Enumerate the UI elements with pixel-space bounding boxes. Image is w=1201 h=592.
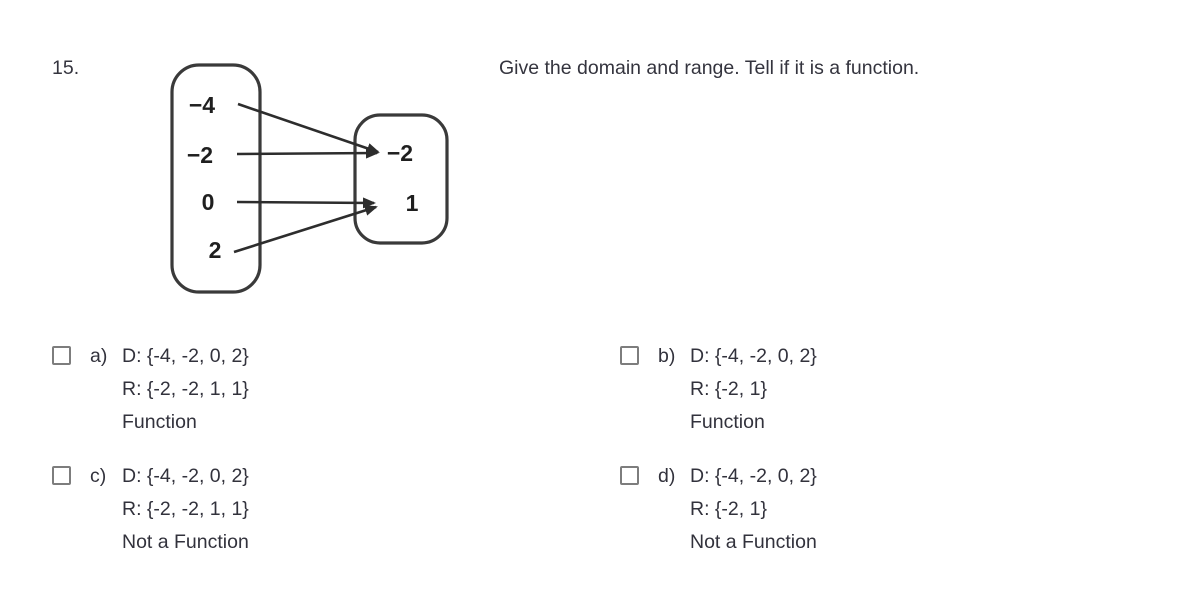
- option-d-conclusion: Not a Function: [690, 531, 817, 553]
- option-d-letter: d): [658, 465, 676, 487]
- option-a-conclusion: Function: [122, 411, 197, 433]
- answer-option-c: c) D: {-4, -2, 0, 2} R: {-2, -2, 1, 1} N…: [52, 460, 249, 559]
- option-c-range: R: {-2, -2, 1, 1}: [122, 498, 249, 520]
- question-number: 15.: [52, 57, 80, 79]
- domain-value-0: 0: [202, 189, 215, 215]
- option-b-checkbox[interactable]: [620, 346, 639, 365]
- option-d-domain: D: {-4, -2, 0, 2}: [690, 465, 817, 487]
- arrow-2-to-1: [233, 205, 378, 254]
- option-b-range: R: {-2, 1}: [690, 378, 767, 400]
- question-prompt: Give the domain and range. Tell if it is…: [499, 57, 920, 79]
- option-d-range: R: {-2, 1}: [690, 498, 767, 520]
- arrow-0-to-1: [236, 197, 376, 209]
- option-c-letter: c): [90, 465, 107, 487]
- option-a-checkbox[interactable]: [52, 346, 71, 365]
- option-a-letter: a): [90, 345, 108, 367]
- domain-value-2: 2: [209, 237, 222, 263]
- answer-option-b: b) D: {-4, -2, 0, 2} R: {-2, 1} Function: [620, 340, 817, 439]
- option-a-range: R: {-2, -2, 1, 1}: [122, 378, 249, 400]
- range-value-1: 1: [406, 190, 419, 216]
- option-b-conclusion: Function: [690, 411, 765, 433]
- domain-box: [170, 63, 262, 294]
- answer-option-d: d) D: {-4, -2, 0, 2} R: {-2, 1} Not a Fu…: [620, 460, 817, 559]
- option-c-conclusion: Not a Function: [122, 531, 249, 553]
- arrow-neg2-to-neg2: [236, 147, 379, 159]
- arrow-neg4-to-neg2: [237, 102, 380, 154]
- option-b-letter: b): [658, 345, 676, 367]
- option-d-checkbox[interactable]: [620, 466, 639, 485]
- option-c-checkbox[interactable]: [52, 466, 71, 485]
- range-value-neg2: −2: [387, 140, 413, 166]
- range-box: [353, 113, 449, 245]
- option-c-domain: D: {-4, -2, 0, 2}: [122, 465, 249, 487]
- domain-value-neg2: −2: [187, 142, 213, 168]
- mapping-diagram: −4 −2 0 2 −2 1: [170, 63, 449, 294]
- answer-option-a: a) D: {-4, -2, 0, 2} R: {-2, -2, 1, 1} F…: [52, 340, 249, 439]
- domain-value-neg4: −4: [189, 92, 215, 118]
- option-b-domain: D: {-4, -2, 0, 2}: [690, 345, 817, 367]
- option-a-domain: D: {-4, -2, 0, 2}: [122, 345, 249, 367]
